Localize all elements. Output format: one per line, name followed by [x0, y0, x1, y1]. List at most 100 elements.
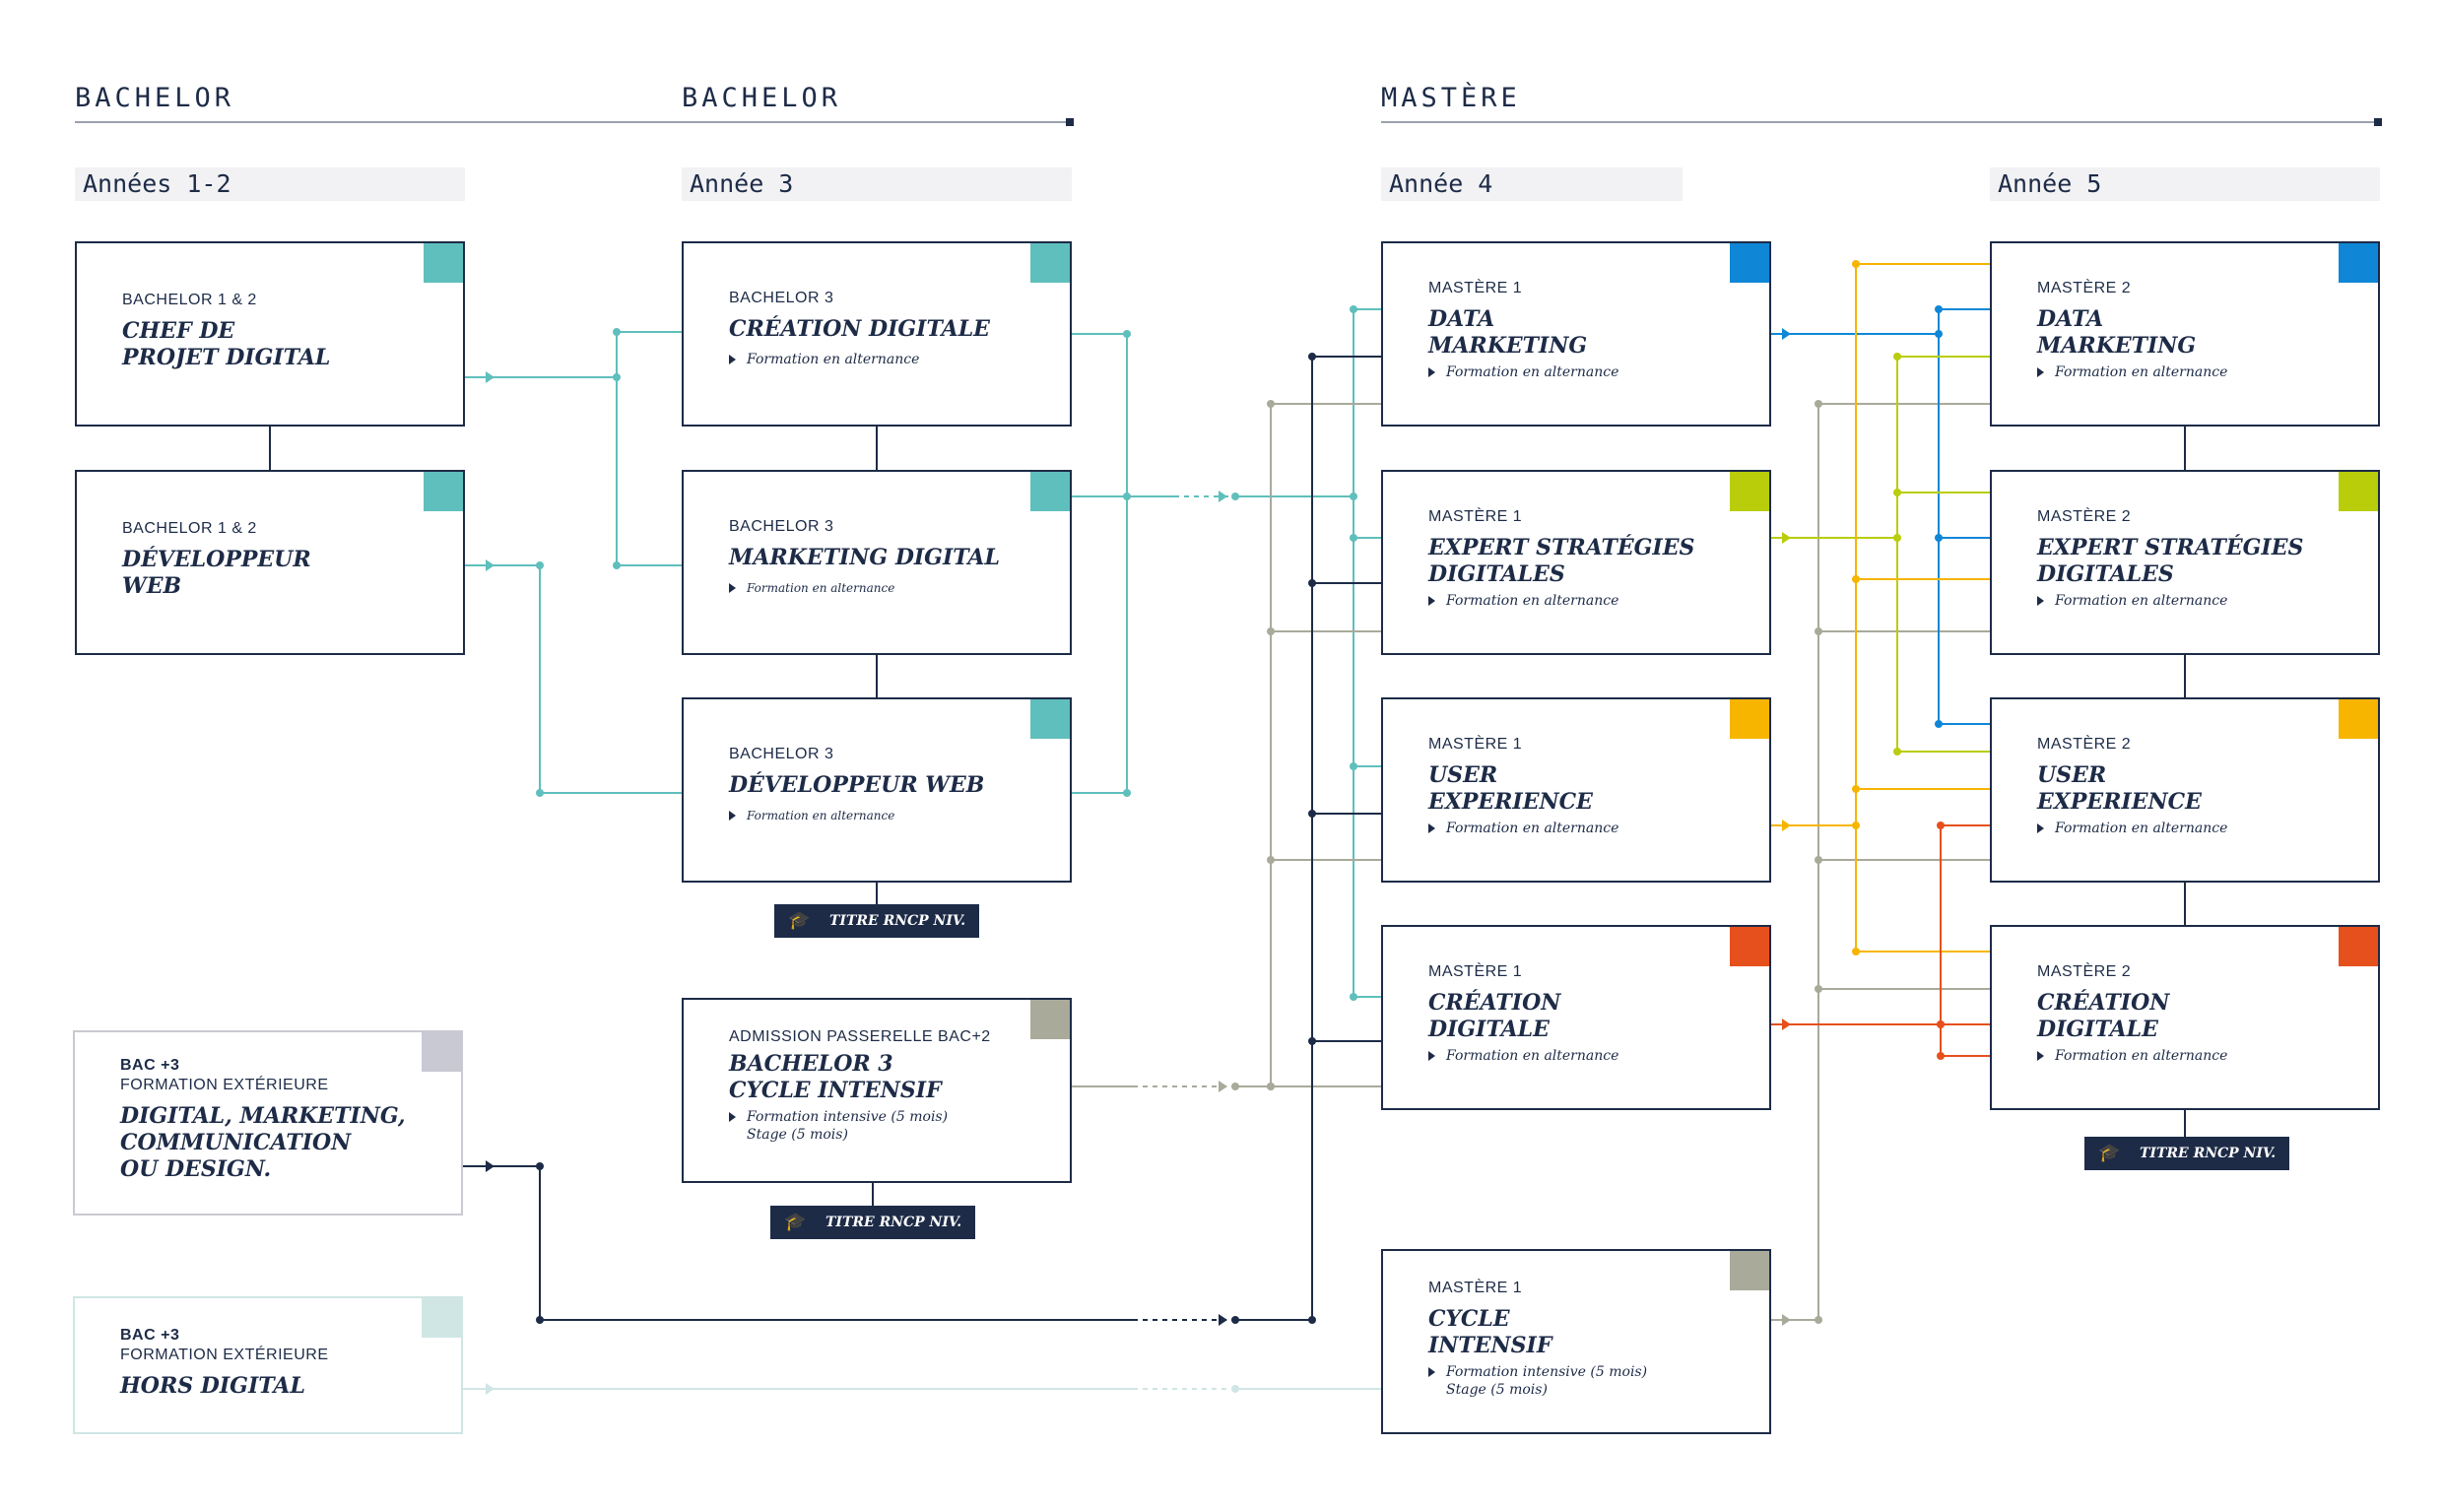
program-format: Formation en alternance — [1428, 363, 1750, 381]
program-level: MASTÈRE 1 — [1428, 736, 1523, 753]
program-title: CYCLE INTENSIF — [1428, 1306, 1552, 1358]
arrow-icon — [1782, 820, 1791, 831]
program-level: BACHELOR 1 & 2 — [122, 520, 257, 537]
junction-dot — [1893, 353, 1901, 361]
junction-dot — [1267, 627, 1275, 635]
heading-bachelor-1: BACHELOR — [75, 83, 235, 113]
junction-dot — [1308, 810, 1316, 818]
card-m2-data-marketing[interactable]: MASTÈRE 2 DATA MARKETING Formation en al… — [1990, 241, 2380, 427]
arrow-icon — [486, 559, 495, 571]
junction-dot — [1935, 305, 1943, 313]
program-level: MASTÈRE 2 — [2037, 736, 2132, 753]
junction-dot — [613, 328, 621, 336]
program-level: MASTÈRE 1 — [1428, 280, 1523, 296]
program-level: MASTÈRE 2 — [2037, 508, 2132, 525]
junction-dot — [1815, 627, 1822, 635]
rncp-badge-niv7: 🎓TITRE RNCP NIV. 7 — [2084, 1137, 2289, 1195]
junction-dot — [1893, 534, 1901, 542]
card-marketing-digital-b3[interactable]: BACHELOR 3 MARKETING DIGITAL Formation e… — [682, 470, 1072, 655]
arrow-icon — [1782, 1019, 1791, 1030]
category-swatch — [422, 1298, 461, 1338]
program-title: BACHELOR 3 CYCLE INTENSIF — [729, 1051, 942, 1103]
category-swatch — [1030, 699, 1070, 739]
junction-dot — [1350, 534, 1357, 542]
card-m1-creation-digitale[interactable]: MASTÈRE 1 CRÉATION DIGITALE Formation en… — [1381, 925, 1771, 1110]
arrow-icon — [1219, 1314, 1227, 1326]
category-swatch — [422, 1032, 461, 1072]
junction-dot — [1308, 1037, 1316, 1045]
card-m1-cycle-intensif[interactable]: MASTÈRE 1 CYCLE INTENSIF Formation inten… — [1381, 1249, 1771, 1434]
junction-dot — [536, 789, 544, 797]
program-title: CHEF DE PROJET DIGITAL — [122, 318, 331, 370]
card-m2-user-experience[interactable]: MASTÈRE 2 USER EXPERIENCE Formation en a… — [1990, 697, 2380, 883]
category-swatch — [2339, 243, 2378, 283]
rule-end-marker — [1066, 118, 1074, 126]
program-title: CRÉATION DIGITALE — [2037, 990, 2170, 1042]
program-title: DÉVELOPPEUR WEB — [122, 547, 311, 599]
program-title: EXPERT STRATÉGIES DIGITALES — [1428, 535, 1695, 587]
junction-dot — [1935, 534, 1943, 542]
program-level: BACHELOR 3 — [729, 518, 834, 535]
junction-dot — [536, 561, 544, 569]
heading-bachelor-2: BACHELOR — [682, 83, 842, 113]
program-format: Formation en alternance — [2037, 820, 2358, 837]
program-level: MASTÈRE 1 — [1428, 508, 1523, 525]
card-developpeur-web-b12[interactable]: BACHELOR 1 & 2 DÉVELOPPEUR WEB — [75, 470, 465, 655]
arrow-icon — [1782, 328, 1791, 340]
program-level: MASTÈRE 1 — [1428, 963, 1523, 980]
junction-dot — [1308, 353, 1316, 361]
junction-dot — [1852, 822, 1860, 829]
program-format: Formation en alternance — [1428, 592, 1750, 610]
junction-dot — [1350, 993, 1357, 1001]
card-m1-user-experience[interactable]: MASTÈRE 1 USER EXPERIENCE Formation en a… — [1381, 697, 1771, 883]
program-format: Formation en alternance — [1428, 1047, 1750, 1065]
category-swatch — [1730, 1251, 1769, 1290]
card-bachelor3-cycle-intensif[interactable]: ADMISSION PASSERELLE BAC+2 BACHELOR 3 CY… — [682, 998, 1072, 1183]
program-format: Formation en alternance — [729, 579, 1050, 597]
junction-dot — [613, 561, 621, 569]
junction-dot — [1815, 985, 1822, 993]
card-m2-creation-digitale[interactable]: MASTÈRE 2 CRÉATION DIGITALE Formation en… — [1990, 925, 2380, 1110]
junction-dot — [1852, 575, 1860, 583]
junction-dot — [1350, 762, 1357, 770]
junction-dot — [1937, 822, 1945, 829]
card-m2-expert-strategies[interactable]: MASTÈRE 2 EXPERT STRATÉGIES DIGITALES Fo… — [1990, 470, 2380, 655]
junction-dot — [1267, 400, 1275, 408]
year-label-5: Année 5 — [1990, 167, 2380, 201]
graduation-cap-icon: 🎓 — [788, 910, 811, 931]
program-level: MASTÈRE 2 — [2037, 280, 2132, 296]
junction-dot — [1267, 1083, 1275, 1090]
category-swatch — [1730, 472, 1769, 511]
program-level: ADMISSION PASSERELLE BAC+2 — [729, 1028, 991, 1045]
junction-dot — [1350, 493, 1357, 500]
program-title: DÉVELOPPEUR WEB — [729, 772, 985, 798]
program-format: Formation en alternance — [1428, 820, 1750, 837]
card-developpeur-web-b3[interactable]: BACHELOR 3 DÉVELOPPEUR WEB Formation en … — [682, 697, 1072, 883]
program-title: EXPERT STRATÉGIES DIGITALES — [2037, 535, 2304, 587]
card-creation-digitale-b3[interactable]: BACHELOR 3 CRÉATION DIGITALE Formation e… — [682, 241, 1072, 427]
card-m1-expert-strategies[interactable]: MASTÈRE 1 EXPERT STRATÉGIES DIGITALES Fo… — [1381, 470, 1771, 655]
category-swatch — [2339, 927, 2378, 966]
program-format: Formation en alternance — [2037, 592, 2358, 610]
program-title: DATA MARKETING — [2037, 306, 2197, 359]
card-chef-projet-digital[interactable]: BACHELOR 1 & 2 CHEF DE PROJET DIGITAL — [75, 241, 465, 427]
card-m1-data-marketing[interactable]: MASTÈRE 1 DATA MARKETING Formation en al… — [1381, 241, 1771, 427]
category-swatch — [1730, 927, 1769, 966]
year-label-4: Année 4 — [1381, 167, 1683, 201]
arrow-icon — [1219, 491, 1227, 502]
program-format: Formation intensive (5 mois) Stage (5 mo… — [1428, 1363, 1750, 1399]
program-level: BACHELOR 3 — [729, 746, 834, 762]
program-title: HORS DIGITAL — [120, 1373, 305, 1399]
category-swatch — [2339, 472, 2378, 511]
program-title: CRÉATION DIGITALE — [729, 316, 990, 342]
category-swatch — [1730, 243, 1769, 283]
junction-dot — [1308, 579, 1316, 587]
junction-dot — [1937, 1052, 1945, 1060]
badge-label: TITRE RNCP NIV. 6 — [829, 913, 966, 962]
program-format: Formation en alternance — [729, 807, 1050, 824]
